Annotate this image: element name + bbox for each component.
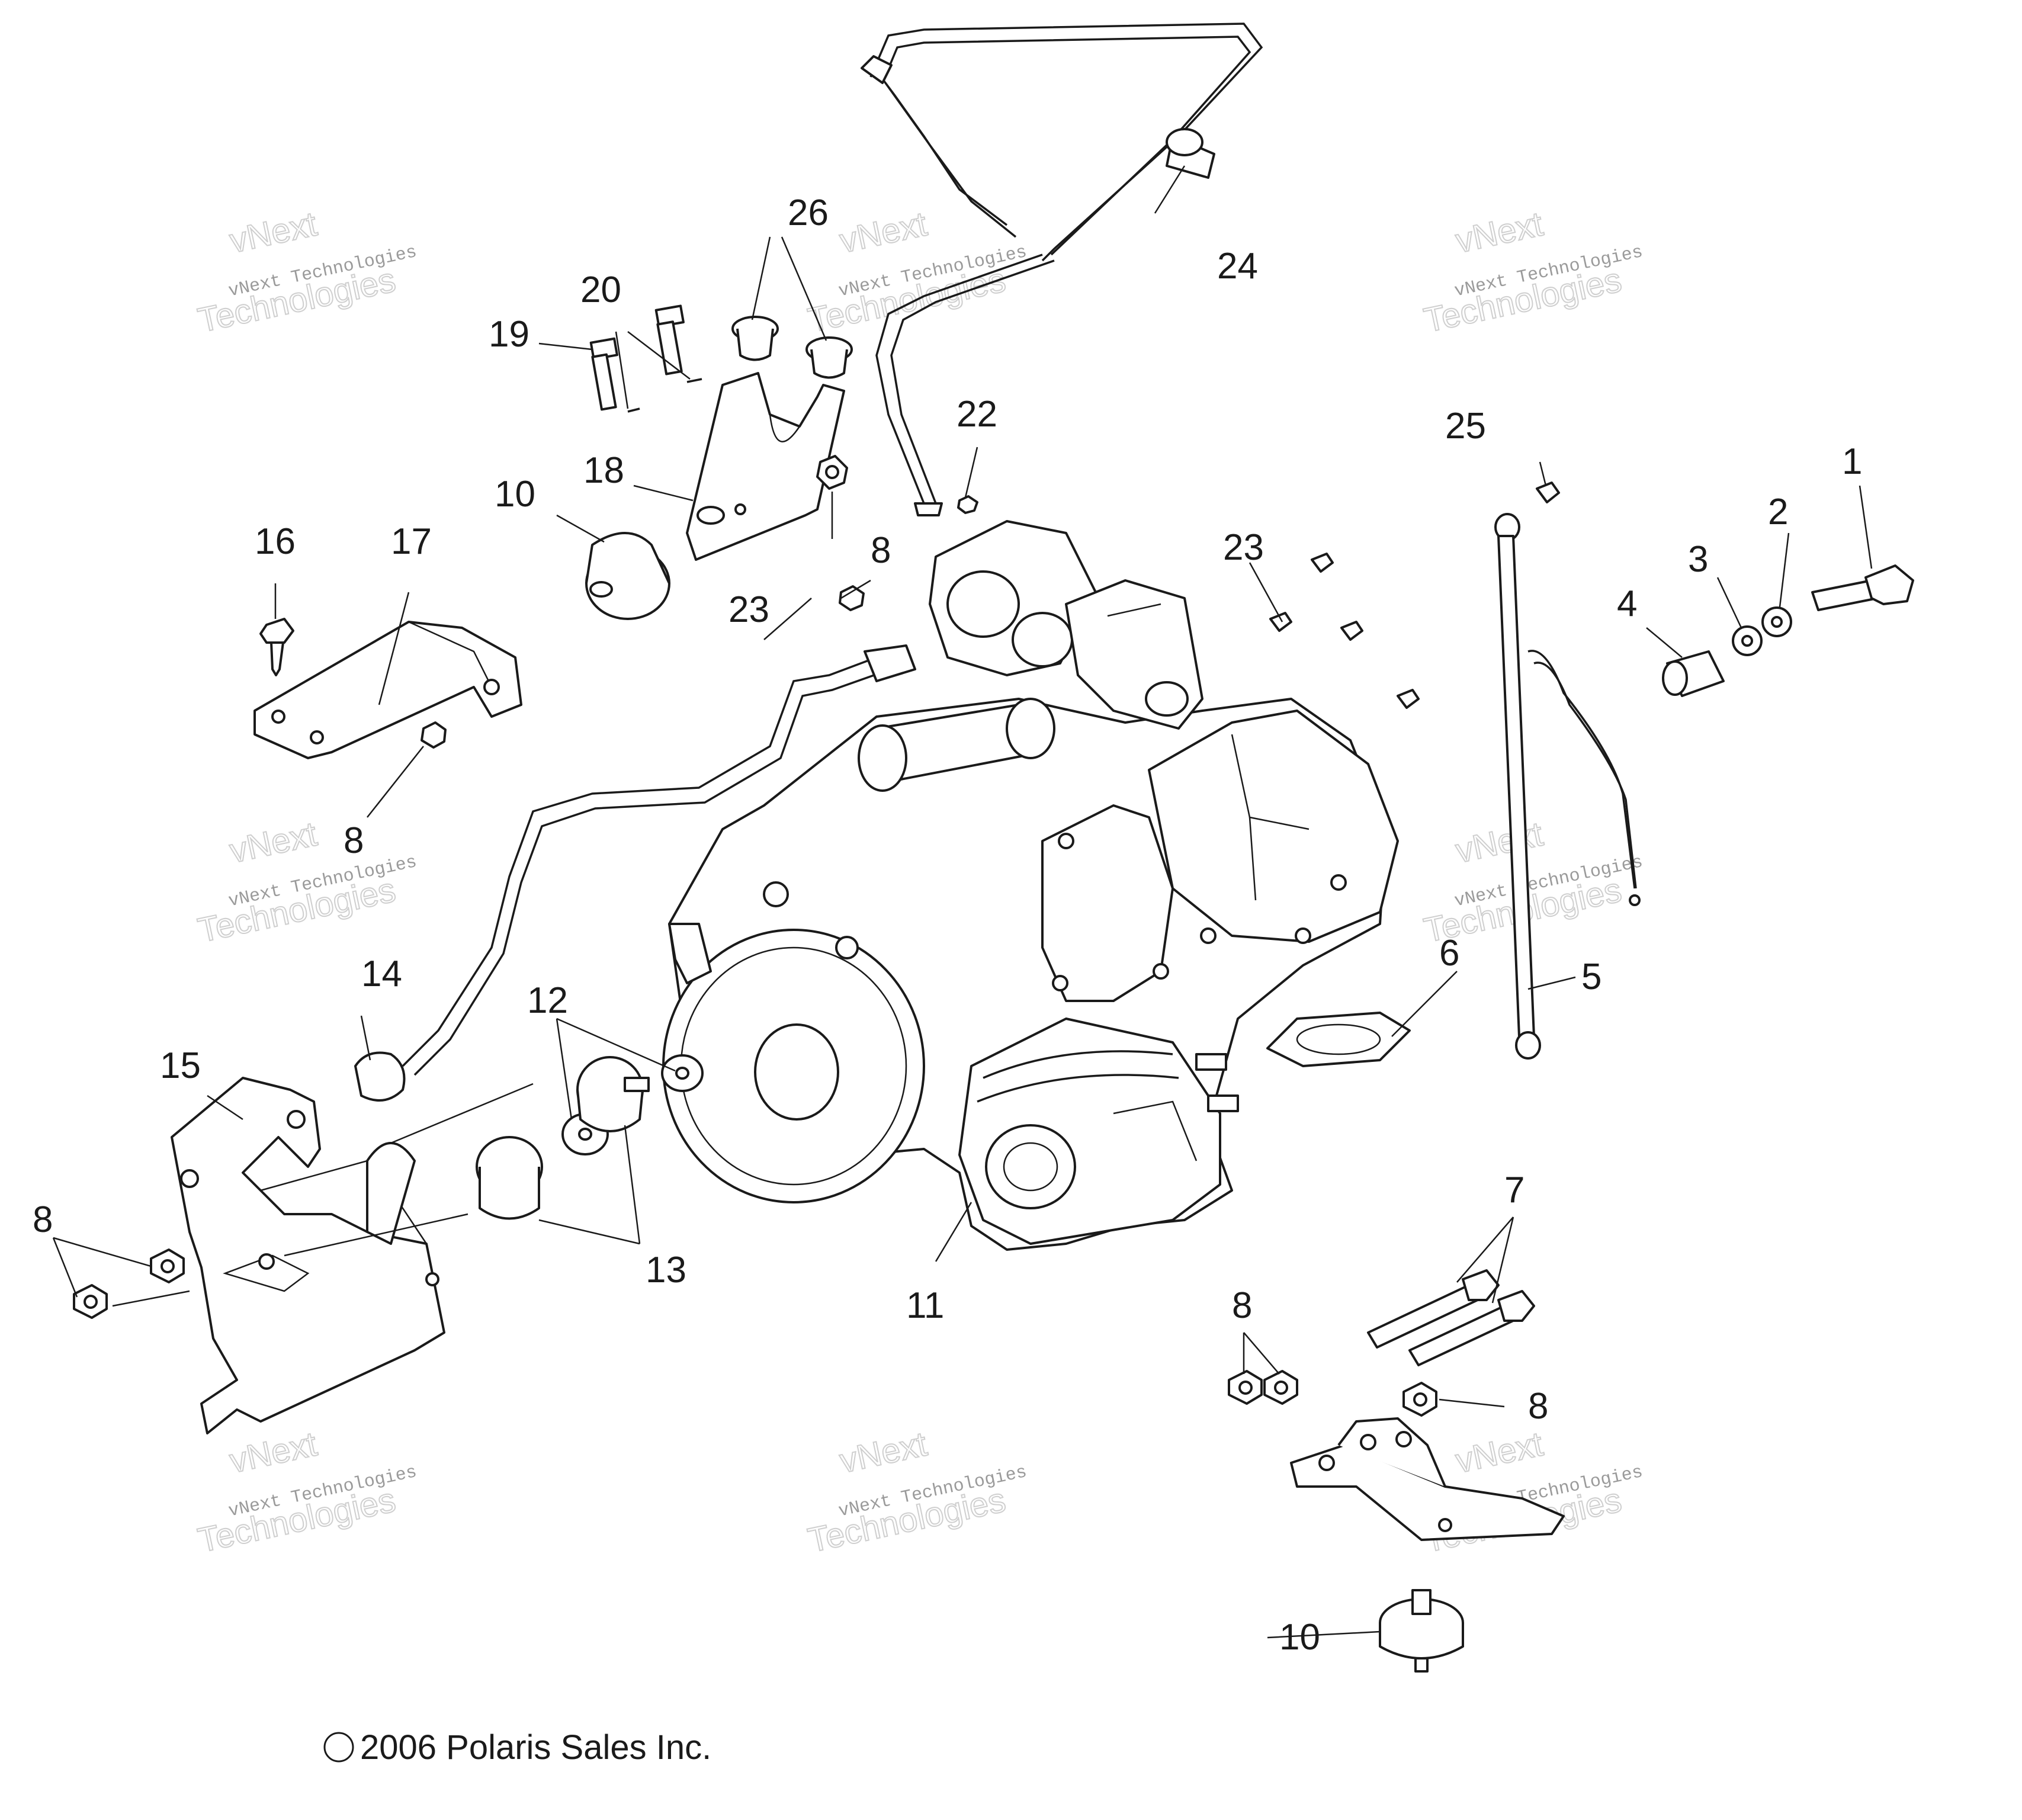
- part-2-washer: [1761, 606, 1792, 637]
- callout-23: 23: [1223, 527, 1264, 568]
- watermark: vNext vNext Technologies Technologies: [1420, 204, 1645, 340]
- part-7-bolts: [1367, 1269, 1535, 1366]
- leader-lines: [52, 165, 1873, 1639]
- callout-10-top: 10: [495, 474, 535, 515]
- part-24-breather-tube: [861, 23, 1263, 516]
- part-8-nut: [73, 1284, 108, 1319]
- part-8-nut: [421, 721, 447, 749]
- callout-12: 12: [527, 980, 568, 1021]
- callout-8-bottom-right: 8: [1528, 1386, 1548, 1427]
- callout-6: 6: [1439, 933, 1459, 974]
- part-4-spacer: [1662, 650, 1725, 697]
- part-19-bolt: [589, 337, 618, 411]
- copyright-text: 2006 Polaris Sales Inc.: [360, 1728, 711, 1767]
- part-18-bracket: [686, 372, 845, 561]
- watermark-big-1: vNext: [1452, 1424, 1546, 1480]
- part-22-nut: [839, 585, 865, 611]
- part-21-nut: [957, 495, 978, 514]
- callout-8-bottom-pair: 8: [1232, 1285, 1252, 1326]
- watermark-big-1: vNext: [1452, 814, 1546, 870]
- part-8-nut: [1402, 1382, 1437, 1417]
- callout-26: 26: [788, 192, 829, 233]
- callout-22: 23: [728, 589, 769, 630]
- callout-21: 22: [957, 394, 997, 435]
- part-13-mount-isolator: [576, 1056, 650, 1132]
- copyright: © 2006 Polaris Sales Inc.: [323, 1728, 711, 1767]
- callout-10-bottom: 10: [1279, 1617, 1320, 1658]
- callouts: 1 2 3 4 5 6 7 8 8 10 11 23 22 23 25 24 2…: [33, 192, 1862, 1658]
- part-12-washer: [661, 1054, 704, 1092]
- part-8-nut: [150, 1248, 185, 1283]
- part-23-screws: [1269, 553, 1420, 709]
- callout-14: 14: [361, 954, 402, 994]
- part-13-mount-isolator: [476, 1136, 543, 1220]
- watermark-big-1: vNext: [836, 204, 930, 260]
- part-10-mount-isolator: [1379, 1589, 1464, 1673]
- part-15-bracket: [171, 1077, 445, 1434]
- part-5-rod: [1494, 513, 1641, 1060]
- callout-18: 18: [583, 450, 624, 491]
- callout-3: 3: [1688, 539, 1708, 580]
- part-1-bolt: [1811, 564, 1914, 611]
- watermark-big-1: vNext: [1452, 204, 1546, 260]
- callout-7: 7: [1504, 1170, 1524, 1211]
- watermark: vNext vNext Technologies Technologies: [194, 1424, 419, 1560]
- callout-2: 2: [1768, 492, 1788, 532]
- watermark-big-1: vNext: [226, 1424, 320, 1480]
- copyright-circle: [323, 1732, 354, 1763]
- callout-19: 19: [489, 314, 529, 355]
- callout-24: 24: [1217, 246, 1258, 287]
- callout-11: 11: [906, 1285, 944, 1326]
- watermark: vNext vNext Technologies Technologies: [194, 814, 419, 950]
- callout-17: 17: [391, 521, 432, 562]
- callout-13: 13: [646, 1250, 686, 1291]
- part-17-bracket: [253, 621, 522, 759]
- watermark-big-1: vNext: [836, 1424, 930, 1480]
- part-8-nut: [1263, 1370, 1298, 1405]
- watermark-big-1: vNext: [226, 204, 320, 260]
- watermark: vNext vNext Technologies Technologies: [194, 204, 419, 340]
- part-11-engine: [662, 520, 1399, 1251]
- part-14-vent-hose: [354, 644, 916, 1102]
- callout-4: 4: [1617, 583, 1637, 624]
- part-6-gasket: [1266, 1012, 1411, 1067]
- watermark: vNext vNext Technologies Technologies: [804, 1424, 1029, 1560]
- part-3-washer: [1732, 625, 1763, 656]
- part-25-screw: [1536, 482, 1560, 503]
- callout-8-left-upper: 8: [344, 820, 364, 861]
- callout-25: 25: [1445, 406, 1486, 447]
- callout-8-left-lower: 8: [33, 1199, 53, 1240]
- part-10-mount-isolator: [585, 532, 670, 620]
- callout-20: 20: [580, 269, 621, 310]
- watermark-big-1: vNext: [226, 814, 320, 870]
- part-8-nut: [816, 455, 848, 490]
- part-26-grommet: [731, 316, 853, 379]
- callout-5: 5: [1581, 956, 1601, 997]
- callout-15: 15: [160, 1045, 201, 1086]
- callout-8-top: 8: [871, 530, 891, 571]
- part-8-nut: [1228, 1370, 1263, 1405]
- part-16-bolt: [259, 618, 294, 676]
- callout-16: 16: [255, 521, 296, 562]
- callout-1: 1: [1842, 441, 1862, 482]
- part-9-bracket: [1290, 1417, 1565, 1541]
- part-20-bolt: [627, 304, 702, 413]
